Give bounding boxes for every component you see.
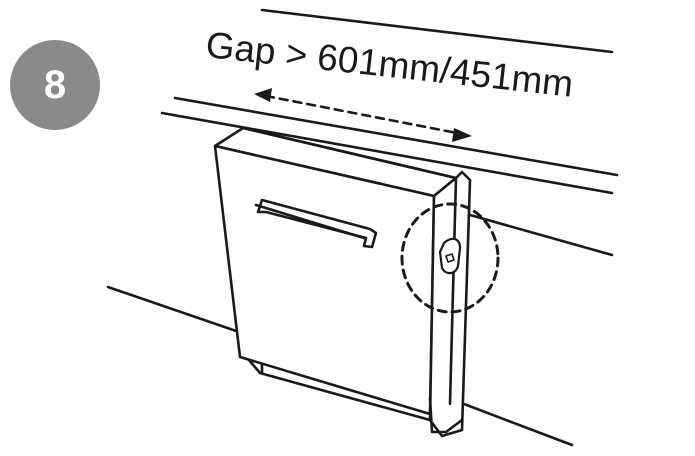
upper-reference-line	[260, 8, 614, 54]
hinge-clip-mark	[445, 253, 455, 263]
door-handle-front	[254, 203, 366, 240]
hinge-clip-icon	[438, 237, 462, 275]
detail-callout-icon	[400, 202, 500, 314]
side-panel-foot	[428, 396, 464, 434]
countertop-top-edge	[173, 96, 619, 177]
floor-line-right	[462, 402, 574, 447]
floor-line-left	[106, 285, 244, 335]
countertop-bottom-edge	[160, 111, 614, 195]
step-number-badge: 8	[10, 40, 100, 130]
step-number: 8	[43, 63, 67, 107]
door-top-edge	[241, 126, 458, 180]
right-cabinet-line	[468, 213, 614, 257]
dimension-arrow-icon	[254, 88, 472, 142]
side-panel-inner	[448, 176, 458, 406]
